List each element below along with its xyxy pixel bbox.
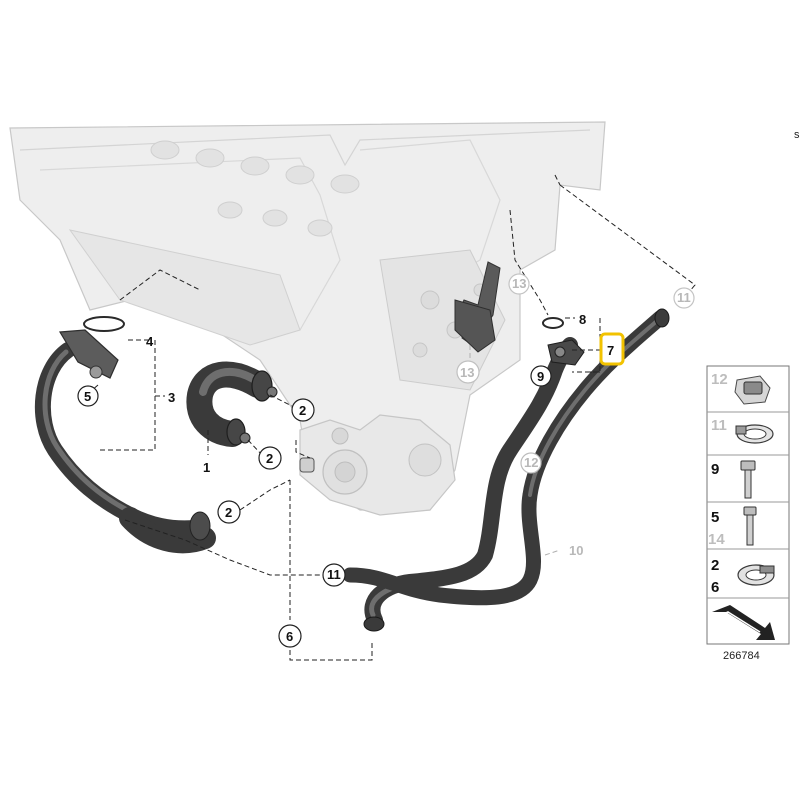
legend-row-11[interactable]: 11 [711, 417, 774, 444]
callout-1[interactable]: 1 [203, 460, 210, 475]
leader-lines [89, 174, 696, 661]
svg-text:3: 3 [168, 390, 175, 405]
callout-2-upper[interactable]: 2 [291, 398, 315, 422]
svg-text:2: 2 [299, 403, 306, 418]
svg-text:6: 6 [711, 579, 719, 596]
legend-row-9[interactable]: 9 [711, 460, 756, 499]
callout-4[interactable]: 4 [146, 334, 154, 349]
svg-text:7: 7 [607, 343, 614, 358]
callout-12-faded[interactable]: 12 [520, 452, 542, 474]
callout-2-middle[interactable]: 2 [258, 446, 282, 470]
svg-text:11: 11 [327, 567, 341, 582]
callout-10-faded[interactable]: 10 [569, 543, 583, 558]
svg-text:12: 12 [524, 455, 538, 470]
svg-text:9: 9 [537, 369, 544, 384]
svg-text:14: 14 [708, 531, 725, 548]
callout-11-lower[interactable]: 11 [322, 563, 346, 587]
hose-1-elbow [186, 361, 278, 447]
legend-row-2-6[interactable]: 2 6 [711, 557, 775, 596]
svg-text:5: 5 [711, 509, 719, 526]
callout-3[interactable]: 3 [168, 390, 175, 405]
edge-mark: s [794, 129, 800, 141]
callout-7-highlighted[interactable]: 7 [599, 332, 625, 366]
callout-9[interactable]: 9 [530, 365, 552, 387]
o-ring-4 [83, 316, 125, 332]
svg-text:12: 12 [711, 371, 728, 388]
svg-text:5: 5 [84, 389, 91, 404]
callout-13-faded-upper[interactable]: 13 [508, 273, 530, 295]
callout-11-upper[interactable]: 11 [673, 287, 695, 309]
catalog-number: 266784 [723, 650, 760, 662]
callout-13-faded[interactable]: 13 [456, 360, 480, 384]
legend-row-12[interactable]: 12 [711, 371, 771, 405]
svg-text:13: 13 [460, 365, 474, 380]
parts-legend: 12 11 9 5 14 2 6 [706, 365, 790, 645]
installation-arrow-icon [712, 605, 775, 640]
callout-2-lower[interactable]: 2 [217, 500, 241, 524]
svg-text:9: 9 [711, 461, 719, 478]
svg-text:8: 8 [579, 312, 586, 327]
engine-block-illustration [9, 121, 606, 516]
svg-text:2: 2 [266, 451, 273, 466]
callout-6[interactable]: 6 [278, 624, 302, 648]
o-ring-8 [542, 317, 564, 329]
svg-text:11: 11 [677, 290, 691, 305]
svg-text:11: 11 [711, 417, 727, 434]
hose-3-left-pipe [35, 329, 216, 554]
svg-text:2: 2 [711, 557, 719, 574]
clamp-part-2 [299, 457, 315, 473]
callout-5[interactable]: 5 [77, 385, 99, 407]
svg-text:6: 6 [286, 629, 293, 644]
callout-8[interactable]: 8 [579, 312, 586, 327]
svg-text:2: 2 [225, 505, 232, 520]
svg-text:10: 10 [569, 543, 583, 558]
svg-text:4: 4 [146, 334, 154, 349]
svg-text:13: 13 [512, 276, 526, 291]
hose-10-lower-pipe [342, 308, 670, 632]
legend-row-5-14[interactable]: 5 14 [708, 506, 757, 548]
svg-text:1: 1 [203, 460, 210, 475]
